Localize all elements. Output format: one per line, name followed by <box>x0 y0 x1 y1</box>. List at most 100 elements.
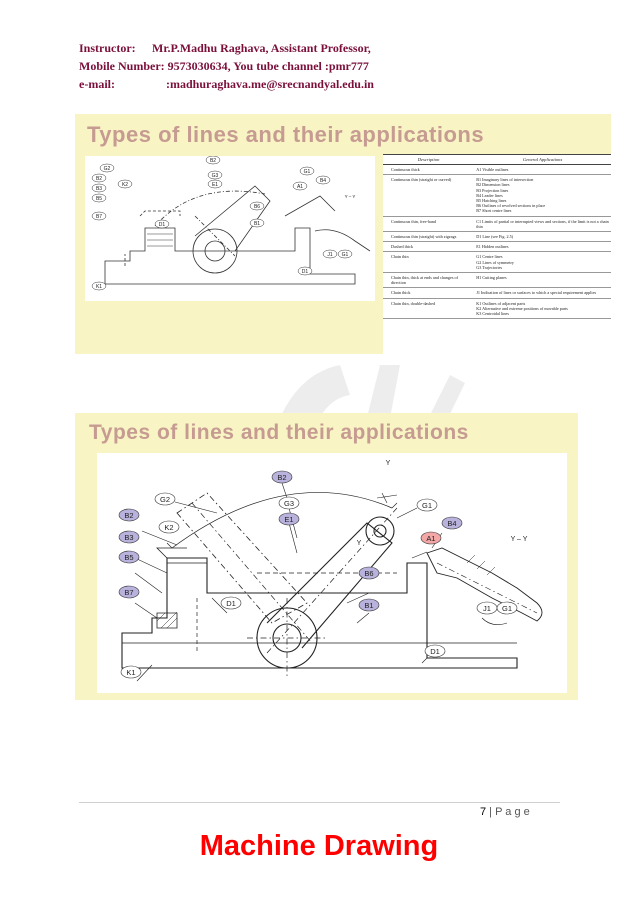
row-desc: Continuous thick <box>383 164 475 176</box>
label-j1-text: J1 <box>483 604 491 613</box>
row-desc: Continuous thin (straight) with zigzags <box>383 231 475 243</box>
label-e1: E1 <box>207 179 223 189</box>
label-d1: D1 <box>154 219 170 229</box>
instructor-label: Instructor: <box>79 41 136 55</box>
row-desc: Dashed thick <box>383 241 475 253</box>
label-b4: B4 <box>315 175 331 185</box>
table-header-description: Description <box>383 154 475 165</box>
label-yy: Y – Y <box>511 536 528 543</box>
label-b3-text: B3 <box>96 186 102 192</box>
label-b1: B1 <box>358 598 380 612</box>
row-desc: Chain thin <box>383 251 475 274</box>
row-desc: Chain thin, double-dashed <box>383 298 475 320</box>
row-desc: Chain thick <box>383 287 475 299</box>
label-k2: K2 <box>158 520 180 534</box>
label-b6: B6 <box>249 201 265 211</box>
label-b7-text: B7 <box>96 214 102 220</box>
row-apps: H1 Cutting planes <box>474 272 611 289</box>
label-d1-right: D1 <box>297 266 313 276</box>
course-title: Machine Drawing <box>199 830 439 862</box>
label-g3-text: G3 <box>284 499 294 508</box>
instructor-value: Mr.P.Madhu Raghava, Assistant Professor, <box>152 41 371 55</box>
label-y-mid: Y <box>357 540 362 547</box>
label-g3: G3 <box>207 170 223 180</box>
label-j1: J1 <box>476 601 498 615</box>
footer-divider <box>79 802 560 803</box>
label-g1-lower-text: G1 <box>502 604 512 613</box>
label-a1-text: A1 <box>297 184 303 190</box>
label-a1: A1 <box>420 531 442 545</box>
slide-1-drawing-panel: G2 B2 G3 E1 G1 B4 A1 K2 B2 B3 B5 B7 D1 B… <box>85 155 375 301</box>
label-g1-lower: G1 <box>337 249 353 259</box>
label-b3: B3 <box>118 530 140 544</box>
row-apps: K1 Outlines of adjacent parts K2 Alterna… <box>474 298 611 320</box>
instructor-line: Instructor: Mr.P.Madhu Raghava, Assistan… <box>79 39 499 57</box>
label-b1-text: B1 <box>364 601 373 610</box>
label-d1-text: D1 <box>159 222 166 228</box>
label-b1: B1 <box>249 218 265 228</box>
page-number-value: 7 <box>480 806 487 818</box>
label-k2-text: K2 <box>122 182 128 188</box>
label-b7: B7 <box>91 211 107 221</box>
label-k1-text: K1 <box>126 668 135 677</box>
label-b4: B4 <box>441 516 463 530</box>
row-desc: Continuous thin (straight or curved) <box>383 174 475 217</box>
label-b6-text: B6 <box>364 569 373 578</box>
label-g2: G2 <box>154 492 176 506</box>
label-k2: K2 <box>117 179 133 189</box>
label-b2-left-text: B2 <box>96 176 102 182</box>
label-b2-left-text: B2 <box>124 511 133 520</box>
label-yy-small: Y – Y <box>345 194 356 199</box>
row-apps: G1 Centre lines G2 Lines of symmetry G3 … <box>474 251 611 274</box>
label-b3-text: B3 <box>124 533 133 542</box>
label-g2-text: G2 <box>104 166 111 172</box>
slide-1: Types of lines and their applications G2… <box>75 114 611 354</box>
label-b5: B5 <box>91 193 107 203</box>
label-g2: G2 <box>99 163 115 173</box>
label-b2-left: B2 <box>91 173 107 183</box>
label-b1-text: B1 <box>254 221 260 227</box>
label-b5: B5 <box>118 550 140 564</box>
label-e1-text: E1 <box>284 515 293 524</box>
label-a1: A1 <box>292 181 308 191</box>
row-desc: Continuous thin, free-hand <box>383 216 475 233</box>
label-g2-text: G2 <box>160 495 170 504</box>
label-b6: B6 <box>358 566 380 580</box>
label-b5-text: B5 <box>96 196 102 202</box>
label-b2-text: B2 <box>277 473 286 482</box>
email-line: e-mail: :madhuraghava.me@srecnandyal.edu… <box>79 75 499 93</box>
label-d1: D1 <box>220 596 242 610</box>
label-b2-text: B2 <box>210 158 216 164</box>
label-e1-text: E1 <box>212 182 218 188</box>
row-apps: D1 Line (see Fig. 2.5) <box>474 231 611 243</box>
slide-2-title: Types of lines and their applications <box>89 421 469 444</box>
label-g1: G1 <box>299 166 315 176</box>
label-j1-text: J1 <box>327 252 333 258</box>
slide-1-title: Types of lines and their applications <box>87 122 485 147</box>
row-apps: E1 Hidden outlines <box>474 241 611 253</box>
label-g1-text: G1 <box>304 169 311 175</box>
slide-1-line-types-drawing: G2 B2 G3 E1 G1 B4 A1 K2 B2 B3 B5 B7 D1 B… <box>91 155 371 291</box>
slide-2-line-types-drawing: G2 B2 G3 E1 G1 B4 A1 K2 B2 B3 B5 B7 D1 B… <box>118 460 543 682</box>
label-g1-lower: G1 <box>496 601 518 615</box>
instructor-header: Instructor: Mr.P.Madhu Raghava, Assistan… <box>79 39 499 93</box>
label-b6-text: B6 <box>254 204 260 210</box>
label-b5-text: B5 <box>124 553 133 562</box>
row-apps: B1 Imaginary lines of intersection B2 Di… <box>474 174 611 217</box>
slide-2: Types of lines and their applications <box>75 413 578 700</box>
page-word: P a g e <box>495 806 530 818</box>
label-b4-text: B4 <box>320 178 326 184</box>
label-j1: J1 <box>322 249 338 259</box>
label-g3-text: G3 <box>212 173 219 179</box>
slide-2-drawing-panel: G2 B2 G3 E1 G1 B4 A1 K2 B2 B3 B5 B7 D1 B… <box>97 453 567 693</box>
label-y-top: Y <box>386 460 391 467</box>
mobile-line: Mobile Number: 9573030634, You tube chan… <box>79 59 369 73</box>
label-k1: K1 <box>91 281 107 291</box>
label-g3: G3 <box>278 496 300 510</box>
table-row: Continuous thin (straight or curved)B1 I… <box>383 174 611 217</box>
label-d1-right-text: D1 <box>302 269 309 275</box>
